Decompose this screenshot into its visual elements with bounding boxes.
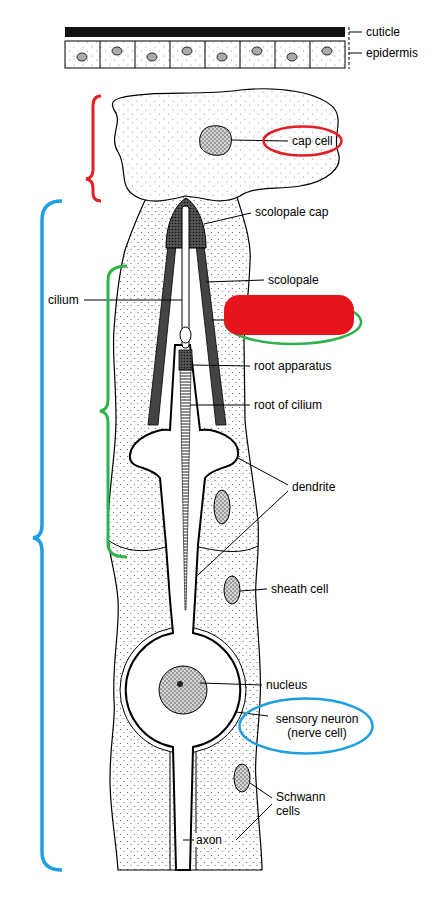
epidermis-band — [65, 41, 345, 68]
part-label: cilium — [46, 293, 81, 307]
red-redaction-blob — [224, 295, 354, 335]
callout-body: sensory neuron (nerve cell) — [238, 697, 374, 755]
nucleolus — [177, 681, 183, 687]
ciliary-dilation — [180, 327, 191, 343]
part-label: axon — [194, 833, 224, 847]
epidermal-nucleus — [182, 47, 192, 55]
epidermal-nucleus — [147, 53, 157, 61]
cell-wall — [240, 41, 241, 68]
part-label: scolopale — [266, 273, 321, 287]
part-label: epidermis — [364, 46, 420, 60]
cap-cell-outline — [112, 89, 339, 201]
leader-line — [236, 712, 268, 716]
cap-cell-nucleus — [200, 126, 232, 156]
cell-walls — [100, 41, 310, 68]
part-label: dendrite — [290, 480, 337, 494]
leader-line — [349, 53, 362, 54]
cell-wall — [135, 41, 136, 68]
leader-line — [190, 405, 250, 406]
callout-text: cap cell — [292, 134, 333, 148]
schwann-membrane — [196, 748, 197, 870]
leader-line — [250, 783, 272, 798]
cell-wall — [310, 41, 311, 68]
cell-wall — [275, 41, 276, 68]
leader-line — [236, 804, 272, 840]
epidermal-nucleus — [77, 53, 87, 61]
leader-line — [232, 140, 288, 141]
callout-body: cap cell — [262, 125, 343, 157]
part-label: cuticle — [364, 25, 402, 39]
cap-cell-callout: cap cell — [262, 125, 343, 157]
part-label: root apparatus — [252, 359, 333, 373]
cell-boundary — [108, 540, 166, 551]
callout-text: sensory neuron (nerve cell) — [272, 712, 362, 740]
sensory-neuron — [126, 345, 241, 870]
leader-line — [200, 683, 262, 685]
epidermis-layer — [65, 41, 345, 68]
neuron-nucleus — [159, 666, 207, 714]
leader-line — [204, 213, 251, 224]
leader-line — [198, 491, 288, 575]
epidermal-nucleus — [217, 53, 227, 61]
leader-line — [240, 589, 267, 591]
epidermal-nucleus — [252, 47, 262, 55]
cell-wall — [100, 41, 101, 68]
epidermal-nucleus — [322, 47, 332, 55]
cuticle-layer — [65, 27, 345, 37]
ciliary-root — [180, 370, 191, 610]
part-label: nucleus — [264, 678, 309, 692]
dashed-bracket — [349, 27, 350, 69]
layer-brackets — [349, 27, 362, 69]
leader-line — [238, 458, 288, 485]
callout-ellipse — [264, 127, 342, 156]
scolopale-rod — [196, 245, 226, 425]
part-label: scolopale cap — [253, 205, 330, 219]
cell-wall — [170, 41, 171, 68]
epidermal-nucleus — [287, 53, 297, 61]
epidermal-nuclei — [77, 47, 332, 61]
cell-wall — [205, 41, 206, 68]
leader-line — [349, 32, 362, 33]
neuron-callout: sensory neuron (nerve cell) — [238, 697, 374, 755]
green-bracket — [100, 266, 127, 557]
red-bracket — [86, 96, 101, 201]
leader-line — [206, 280, 264, 282]
schwann-nucleus — [234, 764, 250, 792]
sheath-nucleus — [224, 576, 240, 604]
sheath-body — [108, 190, 262, 870]
part-label: root of cilium — [252, 398, 324, 412]
root-apparatus — [179, 350, 192, 370]
part-label: sheath cell — [269, 582, 330, 596]
schwann-membrane — [170, 748, 171, 870]
leader-lines — [84, 140, 288, 840]
callout-ellipse — [240, 699, 373, 754]
leader-line — [84, 300, 182, 301]
leader-line — [183, 840, 194, 841]
sheath-nucleus — [214, 490, 230, 524]
epidermal-nucleus — [112, 47, 122, 55]
part-label: Schwann cells — [274, 790, 338, 818]
leader-line — [192, 365, 250, 366]
